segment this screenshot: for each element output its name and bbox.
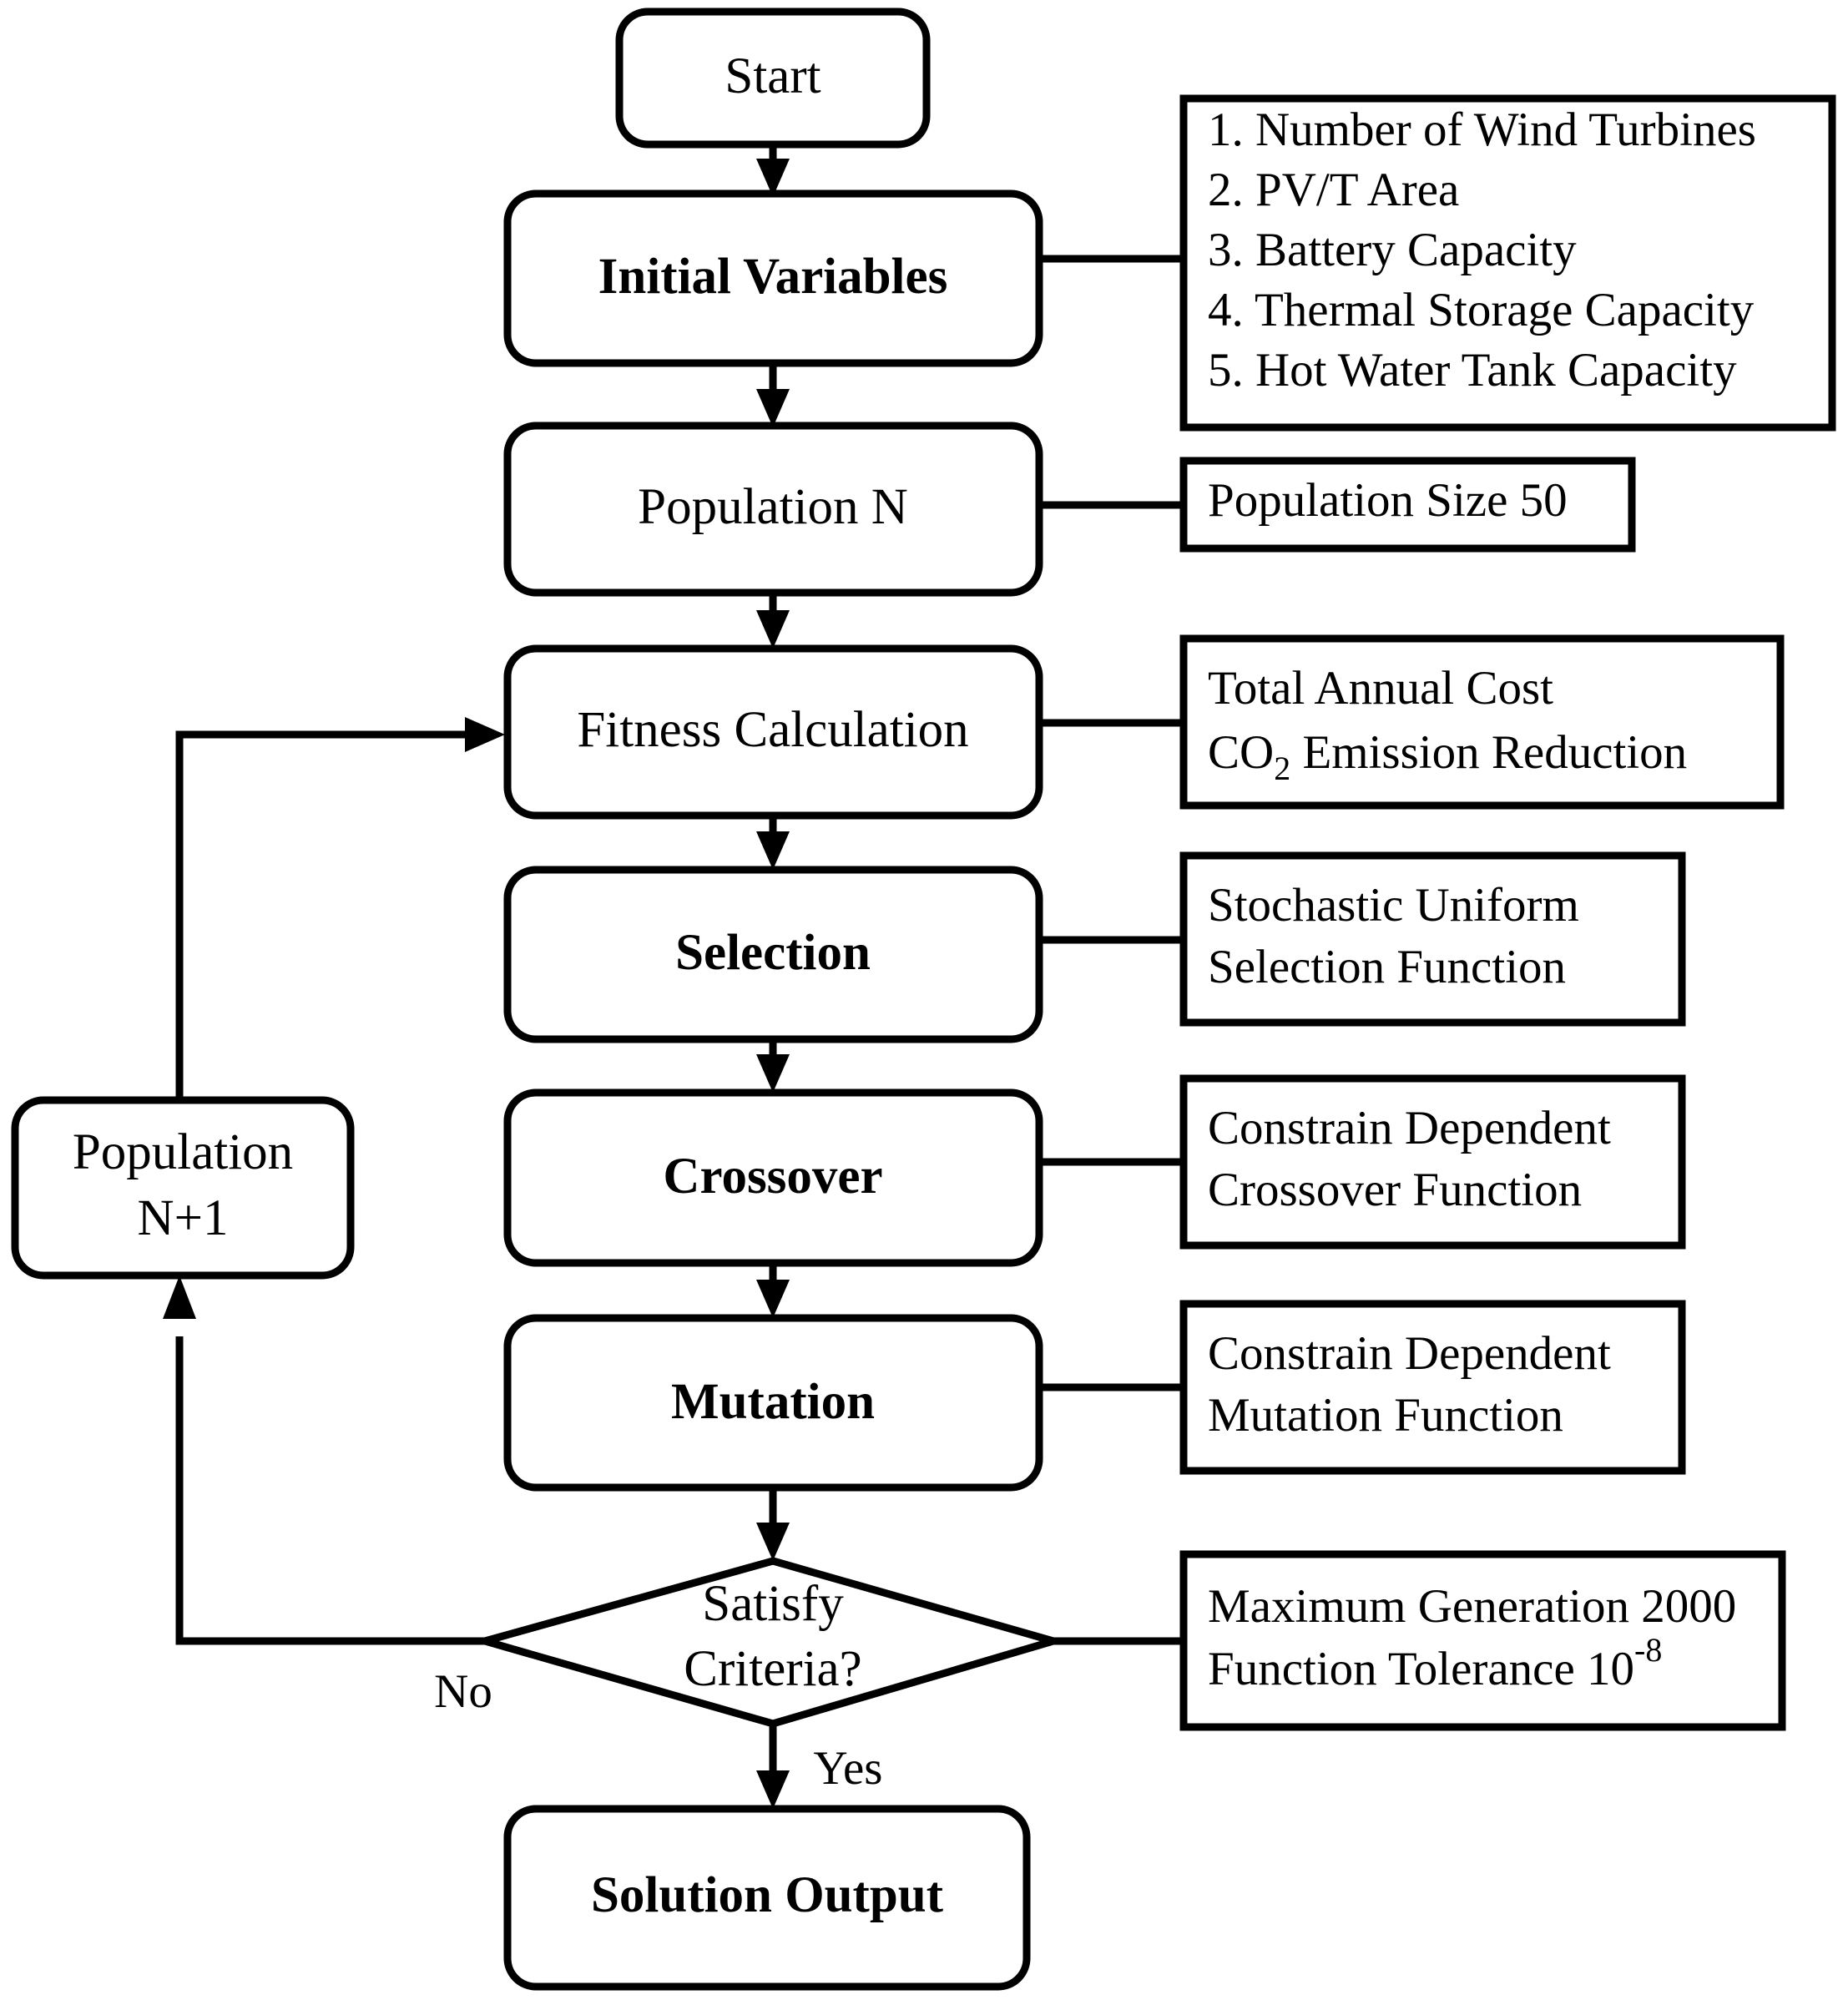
annotation-criteria-tolerance-superscript: -8 <box>1634 1631 1662 1669</box>
annotation-fitness-line-1: Total Annual Cost <box>1208 662 1553 715</box>
annotation-initial-variables-line-2: 2. PV/T Area <box>1208 164 1459 216</box>
node-initial-variables[interactable]: Initial Variables <box>503 189 1043 367</box>
edge-selection-to-crossover <box>756 1039 790 1093</box>
edge-label-yes: Yes <box>814 1742 883 1795</box>
annotation-fitness: Total Annual Cost CO2 Emission Reduction <box>1179 634 1785 810</box>
node-selection-label: Selection <box>675 925 871 981</box>
edge-crossover-to-mutation <box>756 1263 790 1318</box>
node-fitness-calculation[interactable]: Fitness Calculation <box>503 644 1043 820</box>
node-crossover-label: Crossover <box>663 1149 882 1205</box>
annotation-selection: Stochastic Uniform Selection Function <box>1179 851 1686 1027</box>
node-mutation[interactable]: Mutation <box>503 1314 1043 1492</box>
node-population-n-plus-1-label-line2: N+1 <box>138 1190 229 1246</box>
annotation-initial-variables: 1. Number of Wind Turbines 2. PV/T Area … <box>1179 94 1836 432</box>
annotation-mutation-line-2: Mutation Function <box>1208 1389 1563 1442</box>
node-population-n[interactable]: Population N <box>503 422 1043 597</box>
annotation-fitness-co2-subscript: 2 <box>1274 750 1290 787</box>
node-decision-label-line1: Satisfy <box>702 1576 844 1632</box>
annotation-initial-variables-line-4: 4. Thermal Storage Capacity <box>1208 284 1755 336</box>
node-decision-label-line2: Criteria? <box>684 1641 861 1697</box>
annotation-selection-line-2: Selection Function <box>1208 941 1566 993</box>
annotation-criteria-tolerance-prefix: Function Tolerance 10 <box>1208 1643 1634 1695</box>
node-population-n-plus-1[interactable]: Population N+1 <box>11 1096 355 1280</box>
node-start-label: Start <box>725 48 820 104</box>
node-crossover[interactable]: Crossover <box>503 1088 1043 1267</box>
edge-start-to-initial-variables <box>756 144 790 197</box>
edge-population-n-to-fitness <box>756 593 790 649</box>
annotation-initial-variables-line-3: 3. Battery Capacity <box>1208 224 1577 276</box>
annotation-initial-variables-line-1: 1. Number of Wind Turbines <box>1208 104 1756 156</box>
node-population-n-plus-1-label-line1: Population <box>73 1124 293 1180</box>
edge-decision-no-to-population-n-plus-1 <box>163 1275 485 1645</box>
annotation-fitness-co2-suffix: Emission Reduction <box>1290 726 1687 779</box>
node-solution-output-label: Solution Output <box>591 1867 944 1923</box>
annotation-initial-variables-line-5: 5. Hot Water Tank Capacity <box>1208 344 1737 396</box>
annotation-fitness-co2-prefix: CO <box>1208 726 1274 779</box>
annotation-fitness-line-2: CO2 Emission Reduction <box>1208 726 1687 787</box>
node-decision-satisfy-criteria[interactable]: Satisfy Criteria? <box>471 1557 1068 1728</box>
node-selection[interactable]: Selection <box>503 866 1043 1043</box>
edge-decision-to-solution-output <box>756 1724 790 1809</box>
edge-fitness-to-selection <box>756 814 790 870</box>
annotation-mutation-line-1: Constrain Dependent <box>1208 1327 1611 1380</box>
edge-label-no: No <box>434 1665 492 1718</box>
annotation-selection-line-1: Stochastic Uniform <box>1208 879 1579 932</box>
annotation-criteria-line-1: Maximum Generation 2000 <box>1208 1580 1736 1633</box>
annotation-crossover-line-1: Constrain Dependent <box>1208 1102 1611 1154</box>
edge-population-n-plus-1-to-fitness <box>175 717 505 1100</box>
annotation-crossover-line-2: Crossover Function <box>1208 1164 1582 1216</box>
annotation-population-size-line-1: Population Size 50 <box>1208 474 1568 527</box>
annotation-criteria: Maximum Generation 2000 Function Toleran… <box>1179 1550 1786 1731</box>
node-mutation-label: Mutation <box>671 1374 875 1430</box>
annotation-population-size: Population Size 50 <box>1179 457 1636 553</box>
node-start[interactable]: Start <box>615 8 931 149</box>
node-population-n-label: Population N <box>638 479 908 535</box>
annotation-crossover: Constrain Dependent Crossover Function <box>1179 1074 1686 1250</box>
annotation-mutation: Constrain Dependent Mutation Function <box>1179 1300 1686 1475</box>
edge-mutation-to-decision <box>756 1487 790 1561</box>
node-solution-output[interactable]: Solution Output <box>503 1805 1031 1991</box>
annotation-criteria-line-2: Function Tolerance 10-8 <box>1208 1631 1662 1695</box>
edge-initial-variables-to-population-n <box>756 363 790 427</box>
node-initial-variables-label: Initial Variables <box>598 249 948 305</box>
node-fitness-calculation-label: Fitness Calculation <box>577 702 968 758</box>
